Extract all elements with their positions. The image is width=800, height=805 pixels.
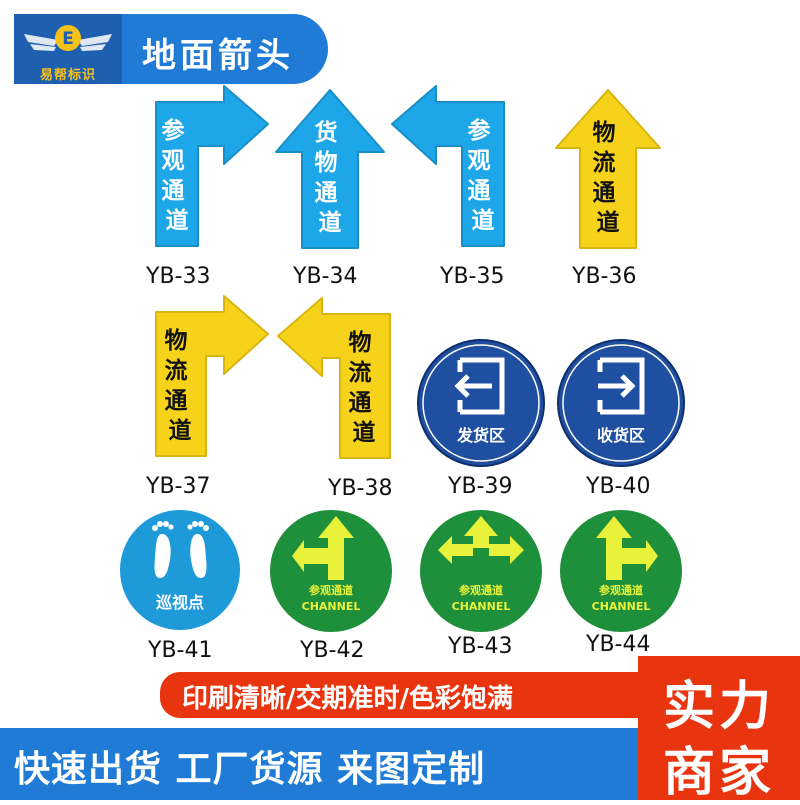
sign-text-char: 通 <box>161 178 184 204</box>
badge-line-2: 商家 <box>662 743 775 803</box>
turn-left-arrow-icon: 物 流 通 道 <box>277 297 391 459</box>
sign-text-char: 道 <box>319 209 342 236</box>
sign-text-char: 道 <box>166 207 189 234</box>
sign-text-char: 物 <box>314 149 337 176</box>
sign-yb-33: 参 观 通 道 <box>146 84 274 254</box>
straight-up-arrow-icon: 货 物 通 道 <box>275 89 385 249</box>
sign-text-char: 物 <box>592 119 615 146</box>
svg-text:物 流 通 道: 物 流 通 道 <box>164 327 195 444</box>
sign-text-char: 观 <box>161 148 184 174</box>
sign-text-char: 通 <box>314 180 337 206</box>
svg-text:参 观 通 道: 参 观 通 道 <box>467 117 498 234</box>
sign-code: YB-33 <box>146 264 211 289</box>
sign-text-char: 流 <box>348 359 371 386</box>
turn-left-arrow-icon: 参 观 通 道 <box>391 85 505 247</box>
sign-text-char: 物 <box>164 327 187 354</box>
sign-text-char: 流 <box>592 149 615 176</box>
sign-yb-43: 参观通道 CHANNEL <box>418 508 544 634</box>
sign-text-char: 道 <box>597 209 620 236</box>
straight-up-arrow-icon: 物 流 通 道 <box>555 89 661 249</box>
sign-text-char: 通 <box>592 180 615 206</box>
turn-right-arrow-icon: 物 流 通 道 <box>155 295 269 457</box>
sign-code: YB-41 <box>148 638 213 663</box>
svg-text:参观通道: 参观通道 <box>459 583 503 597</box>
badge-line-1: 实力 <box>662 677 775 737</box>
wing-logo-icon: E <box>24 25 112 51</box>
sign-text-char: 物 <box>348 329 371 356</box>
svg-text:物 流 通 道: 物 流 通 道 <box>348 329 379 446</box>
svg-text:物 流 通 道: 物 流 通 道 <box>592 119 623 236</box>
sign-text-char: 道 <box>472 207 495 234</box>
up-left-arrow-icon <box>292 516 354 580</box>
svg-text:参观通道: 参观通道 <box>309 583 353 597</box>
sign-code: YB-44 <box>586 632 651 657</box>
svg-text:参观通道: 参观通道 <box>599 583 643 597</box>
exit-door-icon <box>454 357 505 415</box>
enter-door-icon <box>597 357 645 415</box>
footprints-icon <box>152 521 209 578</box>
sign-text-char: 流 <box>164 357 187 384</box>
svg-text:E: E <box>62 29 74 49</box>
svg-text:CHANNEL: CHANNEL <box>592 600 651 613</box>
sign-code: YB-36 <box>572 264 637 289</box>
sign-yb-36: 物 流 通 道 <box>548 86 668 256</box>
sign-code: YB-38 <box>328 476 393 501</box>
title-banner: 地面箭头 <box>122 14 328 84</box>
sign-yb-40: 收货区 <box>556 338 686 468</box>
sign-code: YB-43 <box>448 634 513 659</box>
svg-text:CHANNEL: CHANNEL <box>452 600 511 613</box>
sign-code: YB-34 <box>293 264 358 289</box>
svg-text:发货区: 发货区 <box>456 426 505 445</box>
merchant-badge: 实力 商家 <box>638 656 800 803</box>
sign-text-char: 通 <box>348 390 371 416</box>
sign-text-char: 道 <box>353 419 376 446</box>
sign-text-char: 货 <box>314 119 337 146</box>
sign-text-char: 参 <box>467 117 490 144</box>
turn-right-arrow-icon: 参 观 通 道 <box>155 85 269 247</box>
sign-yb-34: 货 物 通 道 <box>270 86 390 256</box>
sign-yb-39: 发货区 <box>416 338 546 468</box>
sign-text-char: 道 <box>169 417 192 444</box>
sign-text-char: 参 <box>161 117 184 144</box>
sign-text-char: 通 <box>467 178 490 204</box>
up-right-arrow-icon <box>596 516 658 580</box>
sign-yb-41: 巡视点 <box>118 508 242 632</box>
sign-code: YB-42 <box>300 638 365 663</box>
three-way-arrow-icon <box>438 516 524 564</box>
slogan-banner: 快速出货 工厂货源 来图定制 <box>0 728 640 800</box>
sign-yb-42: 参观通道 CHANNEL <box>268 508 394 634</box>
svg-text:CHANNEL: CHANNEL <box>302 600 361 613</box>
slogan-text: 快速出货 工厂货源 来图定制 <box>14 749 486 790</box>
brand-name: 易帮标识 <box>39 68 96 83</box>
svg-text:参 观 通 道: 参 观 通 道 <box>161 117 192 234</box>
svg-text:收货区: 收货区 <box>597 426 645 445</box>
page-title: 地面箭头 <box>142 36 294 76</box>
sign-code: YB-35 <box>440 264 505 289</box>
sign-yb-35: 参 观 通 道 <box>386 84 514 254</box>
sign-yb-37: 物 流 通 道 <box>146 294 274 464</box>
sign-yb-44: 参观通道 CHANNEL <box>558 508 684 634</box>
svg-text:货 物 通 道: 货 物 通 道 <box>314 119 345 236</box>
sign-yb-38: 物 流 通 道 <box>272 296 400 466</box>
sign-text-char: 观 <box>467 148 490 174</box>
sign-code: YB-39 <box>448 474 513 499</box>
header: E 易帮标识 地面箭头 <box>0 0 800 100</box>
sign-code: YB-40 <box>586 474 651 499</box>
svg-text:巡视点: 巡视点 <box>156 593 204 612</box>
sign-code: YB-37 <box>146 474 211 499</box>
features-banner: 印刷清晰/交期准时/色彩饱满 <box>160 672 638 718</box>
sign-text-char: 通 <box>164 388 187 414</box>
brand-logo: E 易帮标识 <box>14 14 122 84</box>
features-text: 印刷清晰/交期准时/色彩饱满 <box>182 684 513 714</box>
